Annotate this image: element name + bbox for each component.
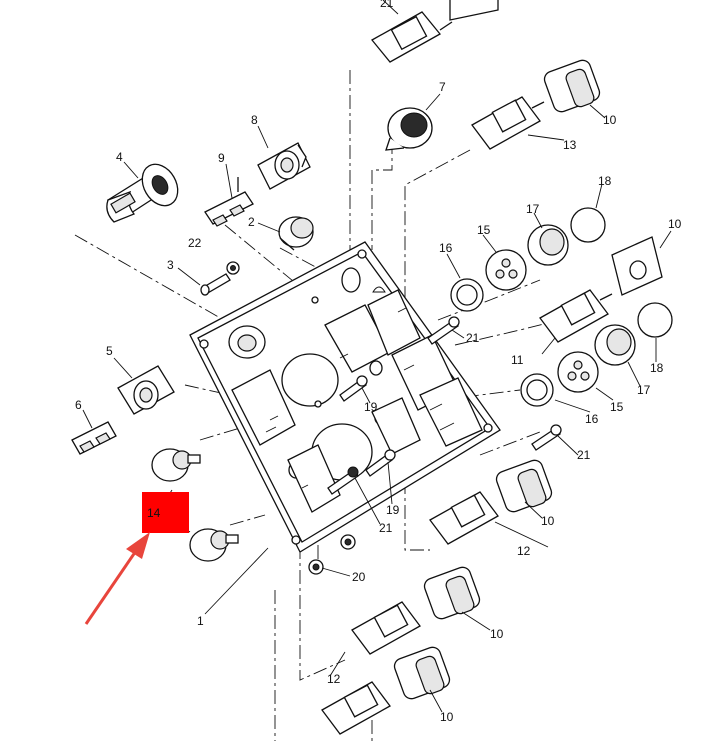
callout-6: 6	[75, 398, 82, 412]
part-19-stud-a	[339, 375, 368, 402]
part-20-nut-b	[340, 534, 356, 550]
part-12-rocker-switch-upper	[429, 491, 499, 545]
callout-21b: 21	[577, 448, 591, 462]
pointer-arrow	[84, 532, 150, 625]
callout-8: 8	[251, 113, 258, 127]
callout-10e: 10	[440, 710, 454, 724]
part-9-contact-block	[204, 177, 254, 227]
part-rocker-switch-lower-a	[351, 601, 421, 655]
callout-10c: 10	[541, 514, 555, 528]
callout-14: 14	[147, 506, 161, 520]
callout-13: 13	[563, 138, 577, 152]
callout-17b: 17	[637, 383, 651, 397]
part-20-nut-a	[308, 559, 324, 575]
part-21-stud-a	[427, 316, 460, 345]
part-14-knob-upper	[151, 448, 201, 482]
callout-21d: 21	[380, 0, 394, 10]
part-18-cap-lower	[637, 302, 673, 338]
part-10-cap-top	[543, 59, 601, 113]
callout-22: 22	[188, 236, 202, 250]
part-16-ring-lower	[520, 373, 554, 407]
part-17-knob-lower	[594, 324, 636, 366]
part-15-bezel-lower	[557, 351, 599, 393]
part-5-switch-holder	[117, 365, 175, 415]
callout-21a: 21	[466, 331, 480, 345]
part-8-switch-holder	[257, 142, 311, 190]
part-22-washer	[226, 261, 240, 275]
callout-4: 4	[116, 150, 123, 164]
part-3-screw	[200, 273, 231, 296]
callout-21c: 21	[379, 521, 393, 535]
callout-10d: 10	[490, 627, 504, 641]
callout-17a: 17	[526, 202, 540, 216]
part-12-rocker-switch-lower	[321, 681, 391, 735]
part-15-bezel-upper	[485, 249, 527, 291]
callout-19a: 19	[364, 400, 378, 414]
part-10-cap-lower-a	[423, 566, 481, 620]
part-18-cap-upper	[570, 207, 606, 243]
part-21-stud-c	[327, 466, 359, 495]
callout-15a: 15	[477, 223, 491, 237]
callout-3: 3	[167, 258, 174, 272]
callout-16a: 16	[439, 241, 453, 255]
part-11-rocker-switch	[539, 289, 613, 343]
part-14-knob-lower	[189, 528, 239, 562]
callout-19b: 19	[386, 503, 400, 517]
part-17-knob-upper	[527, 224, 569, 266]
centerlines	[74, 70, 601, 741]
part-7-indicator	[385, 107, 433, 151]
callout-18a: 18	[598, 174, 612, 188]
highlight-box	[142, 492, 189, 533]
callout-1: 1	[197, 614, 204, 628]
callout-2: 2	[248, 215, 255, 229]
callout-16b: 16	[585, 412, 599, 426]
part-10-cap-middle	[495, 459, 553, 513]
callout-15b: 15	[610, 400, 624, 414]
callout-7: 7	[439, 80, 446, 94]
top-rocker-switch	[371, 0, 499, 63]
part-16-ring-upper	[450, 278, 484, 312]
part-19-stud-b	[365, 449, 396, 477]
part-10-cap-lower-b	[393, 646, 451, 700]
part-10-bracket-right	[611, 236, 663, 296]
part-13-rocker-switch	[471, 96, 545, 150]
callout-11: 11	[511, 353, 524, 367]
callout-12b: 12	[327, 672, 341, 686]
part-21-stud-b	[531, 424, 562, 451]
part-4-rotary-switch	[106, 163, 179, 223]
callout-5: 5	[106, 344, 113, 358]
callout-10a: 10	[603, 113, 617, 127]
callout-9: 9	[218, 151, 225, 165]
part-2-push-button	[278, 216, 314, 251]
callout-18b: 18	[650, 361, 664, 375]
callout-labels: 1 2 3 4 5 6 7 8 9 10 10 10 10 10 11 12 1…	[75, 0, 682, 724]
callout-12a: 12	[517, 544, 531, 558]
callout-10b: 10	[668, 217, 682, 231]
part-6-contact-block	[71, 421, 117, 455]
callout-20: 20	[352, 570, 366, 584]
